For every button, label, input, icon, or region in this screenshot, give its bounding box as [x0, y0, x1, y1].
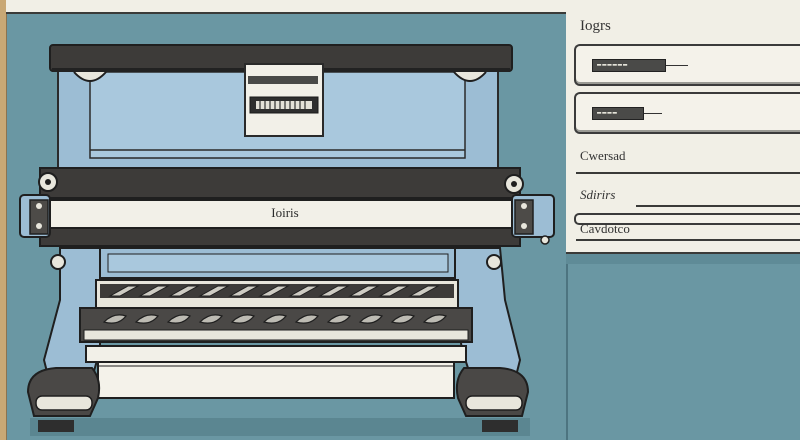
panel-title: Iogrs [580, 18, 611, 34]
field-value-chip: ▬▬▬▬ [592, 107, 644, 120]
roller-label: Ioiris [271, 205, 299, 220]
roller-bar [39, 199, 521, 229]
top-bar [6, 0, 800, 14]
laminator-machine-illustration [19, 44, 555, 436]
panel-divider [566, 252, 800, 266]
row-label-2: Sdirirs [580, 187, 616, 202]
settings-panel: Iogrs ▬▬▬▬▬▬ ▬▬▬▬ Cwersad Sdirirs Cavdot… [566, 12, 800, 440]
field-value-chip: ▬▬▬▬▬▬ [592, 59, 666, 72]
settings-slider[interactable] [574, 213, 800, 225]
window-edge [0, 0, 7, 440]
settings-field-1[interactable]: ▬▬▬▬▬▬ [574, 44, 800, 86]
field-tick [666, 65, 688, 66]
settings-field-2[interactable]: ▬▬▬▬ [574, 92, 800, 134]
panel-lower-area [566, 264, 800, 440]
roller-housing [39, 167, 521, 199]
field-tick [644, 113, 662, 114]
row-label-1: Cwersad [580, 148, 626, 163]
row-divider [576, 239, 800, 241]
row-divider [636, 205, 800, 207]
row-divider [576, 172, 800, 174]
output-tray [85, 345, 467, 363]
row-label-3: Cavdotco [580, 221, 630, 236]
